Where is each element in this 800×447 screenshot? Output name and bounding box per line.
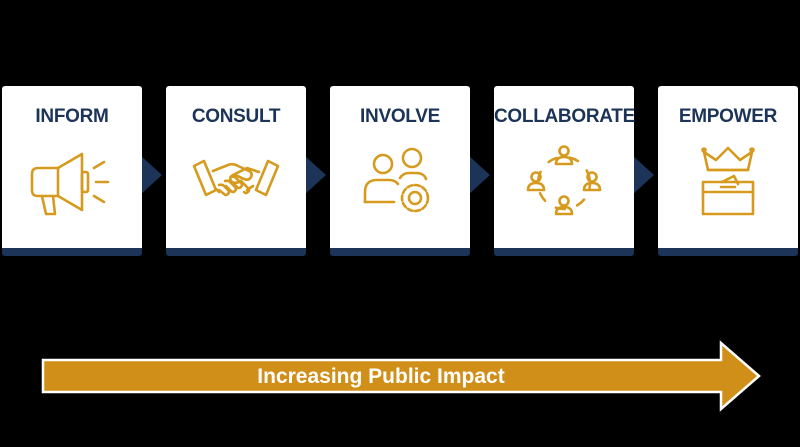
stage-title: INFORM [35, 106, 109, 127]
stage-card-inform: INFORM [2, 86, 142, 256]
handshake-icon [186, 144, 286, 222]
connector-arrow [468, 155, 490, 195]
stage-card-empower: EMPOWER [658, 86, 798, 256]
impact-arrow-label: Increasing Public Impact [257, 365, 505, 388]
connector-arrow [632, 155, 654, 195]
stage-card-collaborate: COLLABORATE [494, 86, 635, 256]
stage-title: COLLABORATE [494, 106, 635, 127]
connector-arrow [140, 155, 162, 195]
stage-title: CONSULT [191, 106, 281, 127]
stage-title: EMPOWER [678, 106, 778, 127]
connector-arrow [304, 155, 326, 195]
megaphone-icon [22, 144, 122, 222]
stage-card-consult: CONSULT [166, 86, 306, 256]
people-circle-icon [514, 144, 614, 222]
stage-title: INVOLVE [360, 106, 440, 127]
stage-card-involve: INVOLVE [330, 86, 470, 256]
increasing-impact-arrow [41, 340, 763, 412]
crown-ballot-box-icon [678, 144, 778, 222]
people-gear-icon [350, 144, 450, 222]
